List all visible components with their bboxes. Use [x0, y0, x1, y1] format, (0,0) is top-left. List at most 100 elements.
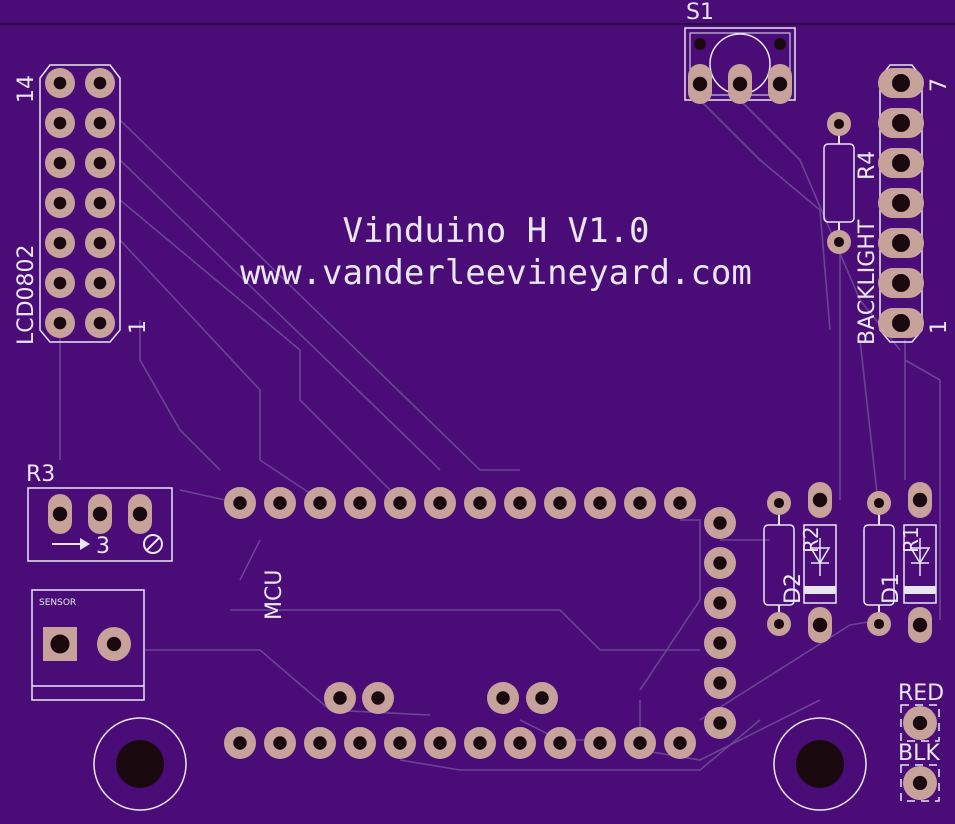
switch-pad [768, 64, 792, 104]
sensor-terminal: SENSOR [31, 589, 145, 701]
trimmer-pad [88, 494, 112, 534]
mcu-pad [264, 727, 296, 759]
battery-pad-red [903, 706, 937, 740]
mcu-pad [304, 487, 336, 519]
lcd-pin-bottom-label: 1 [126, 320, 151, 334]
r1-pad [908, 482, 932, 518]
backlight-pin-bottom-label: 1 [927, 320, 952, 334]
mcu-pad [304, 727, 336, 759]
r3-mark-label: 3 [96, 534, 110, 559]
backlight-pad [878, 228, 924, 258]
r3-label: R3 [26, 462, 55, 487]
d1-pad [867, 612, 891, 636]
backlight-pad [878, 308, 924, 338]
d2-pad [767, 491, 791, 515]
mcu-pad [584, 487, 616, 519]
d1-pad [867, 491, 891, 515]
diode-d2: D2 [763, 512, 806, 614]
d2-pad [767, 612, 791, 636]
backlight-pad [878, 148, 924, 178]
lcd-pad [45, 68, 75, 98]
lcd-pad [45, 148, 75, 178]
mcu-pad [704, 507, 736, 539]
lcd-pin-top-label: 14 [14, 75, 39, 103]
lcd-pad [85, 68, 115, 98]
mcu-pad [664, 727, 696, 759]
mcu-pad [624, 487, 656, 519]
mcu-pad [704, 547, 736, 579]
mounting-hole-left [93, 717, 187, 811]
lcd-pad [45, 308, 75, 338]
blk-label: BLK [898, 741, 940, 766]
mcu-pad [704, 667, 736, 699]
mcu-pad [704, 707, 736, 739]
mcu-pad [504, 487, 536, 519]
r4-pad [827, 112, 851, 136]
copper-pads [43, 64, 937, 800]
trimmer-pad [48, 494, 72, 534]
mcu-pad [264, 487, 296, 519]
mcu-pad [544, 487, 576, 519]
mcu-pad [424, 487, 456, 519]
led-r2: R2 [799, 524, 837, 604]
mcu-inner-pad [526, 682, 558, 714]
mcu-pad [424, 727, 456, 759]
mcu-inner-pad [487, 682, 519, 714]
lcd-pad [45, 108, 75, 138]
mcu-inner-pad [324, 682, 356, 714]
mcu-pad [464, 727, 496, 759]
backlight-pad [878, 68, 924, 98]
d1-label: D1 [879, 573, 904, 604]
r1-pad [908, 607, 932, 643]
backlight-pin-top-label: 7 [927, 78, 952, 92]
mcu-pad [384, 487, 416, 519]
board-url: www.vanderleevineyard.com [240, 253, 752, 293]
battery-connector: RED BLK [898, 681, 944, 802]
mcu-pad [344, 487, 376, 519]
d2-label: D2 [781, 573, 806, 604]
mounting-hole-right [773, 717, 867, 811]
switch-s1: S1 [684, 0, 796, 101]
mcu-pad [504, 727, 536, 759]
lcd-pad [85, 148, 115, 178]
mcu-pad [704, 587, 736, 619]
lcd-pad [85, 188, 115, 218]
r1-label: R1 [899, 526, 923, 553]
mcu-pad [664, 487, 696, 519]
switch-pad [728, 64, 752, 104]
lcd-pad [85, 308, 115, 338]
mcu-pad [344, 727, 376, 759]
mcu-pad [704, 627, 736, 659]
lcd-pad [85, 108, 115, 138]
mcu-pad [584, 727, 616, 759]
r2-pad [808, 482, 832, 518]
resistor-r4: R4 [823, 130, 880, 232]
r4-label: R4 [855, 151, 880, 180]
mcu-pad [224, 487, 256, 519]
lcd-label: LCD0802 [14, 244, 39, 345]
sensor-label: SENSOR [39, 598, 76, 608]
red-label: RED [898, 681, 944, 706]
mcu-pad [544, 727, 576, 759]
r4-pad [827, 230, 851, 254]
lcd-pad [45, 268, 75, 298]
sensor-pad [97, 627, 131, 661]
sensor-pad-square [43, 627, 77, 661]
led-r1: R1 [899, 524, 937, 604]
backlight-pad [878, 108, 924, 138]
trimmer-r3: R3 3 [26, 462, 173, 562]
mcu-module: MCU [262, 570, 287, 620]
lcd-pad [45, 228, 75, 258]
adjust-knob-icon [143, 534, 163, 554]
board-title: Vinduino H V1.0 [342, 211, 649, 251]
battery-pad-blk [903, 766, 937, 800]
lcd-pad [85, 268, 115, 298]
lcd-header: 14 LCD0802 1 [14, 64, 151, 345]
mcu-inner-pad [362, 682, 394, 714]
trimmer-pad [128, 494, 152, 534]
mcu-pad [624, 727, 656, 759]
s1-label: S1 [686, 0, 714, 25]
mcu-pad [224, 727, 256, 759]
